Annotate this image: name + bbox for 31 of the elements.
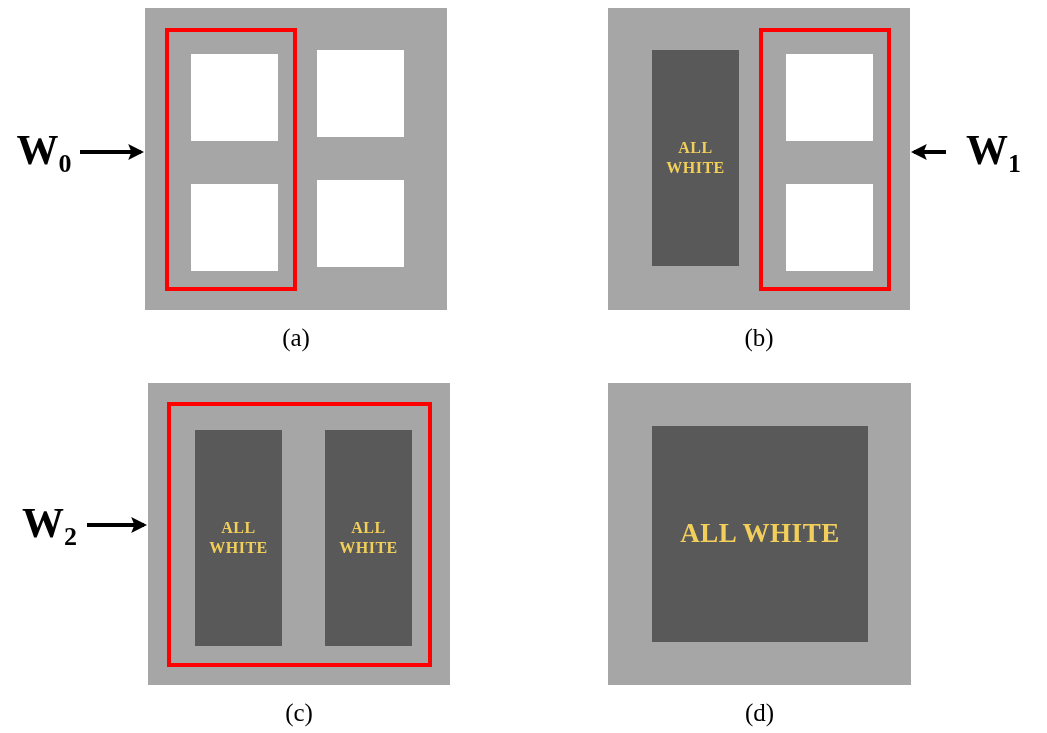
light-square [786,54,873,141]
shaded-block [652,426,868,642]
window-symbol: W$_{2}$ [22,498,77,552]
shaded-block [195,430,282,646]
block-label: ALL WHITE [680,517,840,551]
block-label: ALL WHITE [208,518,269,558]
window-frame [165,28,297,291]
panel-caption: (a) [281,324,311,352]
image-panel [608,8,910,310]
window-frame [167,402,432,667]
light-square [191,184,278,271]
block-label: ALL WHITE [665,138,726,178]
shaded-block [325,430,412,646]
light-square [317,180,404,267]
arrow [80,144,145,160]
image-panel [148,383,450,685]
light-square [317,50,404,137]
panel-caption: (d) [743,699,776,727]
image-panel [608,383,911,685]
image-panel [145,8,447,310]
block-label: ALL WHITE [338,518,399,558]
window-symbol: W$_{0}$ [16,125,72,179]
light-square [191,54,278,141]
arrow [910,144,946,160]
panel-caption: (b) [743,324,775,352]
shaded-block [652,50,739,266]
arrow [87,517,148,533]
panel-caption: (c) [284,699,314,727]
window-symbol: W$_{1}$ [966,125,1021,179]
light-square [786,184,873,271]
window-frame [759,28,891,291]
